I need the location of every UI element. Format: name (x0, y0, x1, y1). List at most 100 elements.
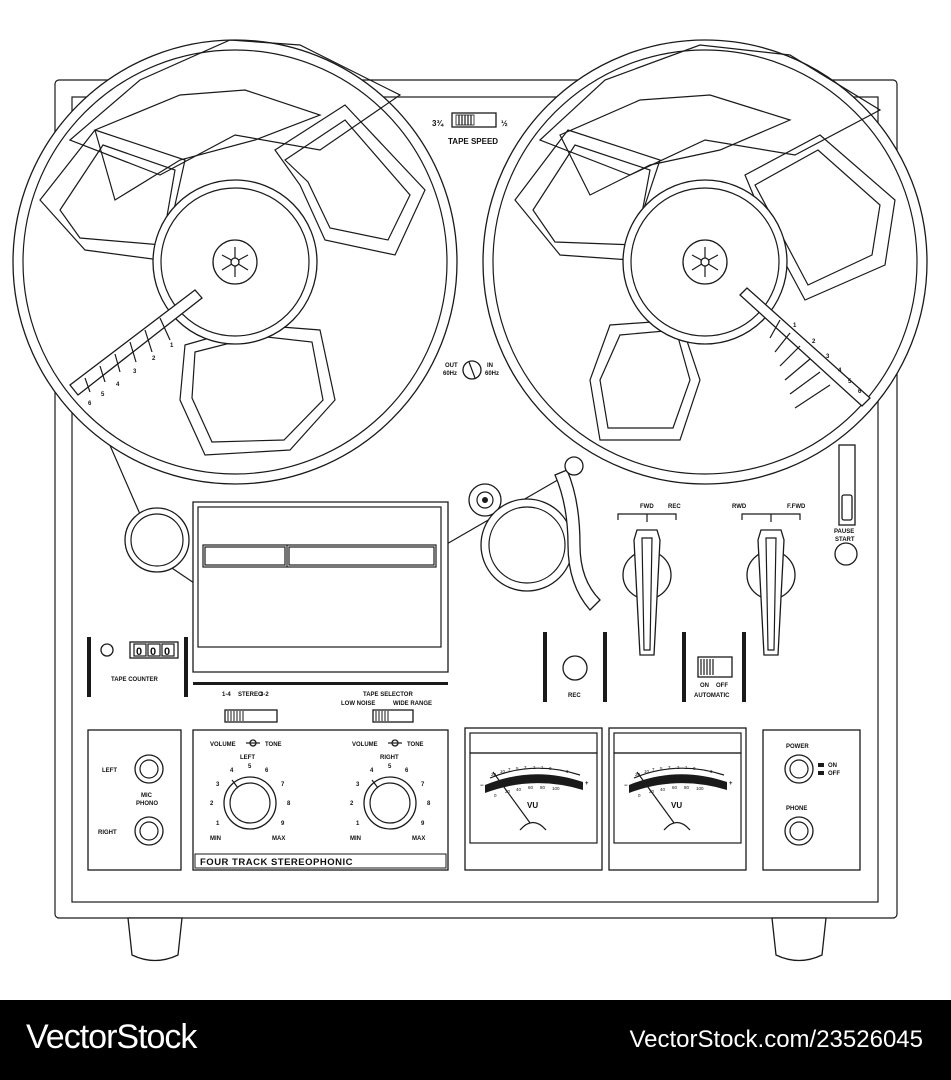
left-scale-1: 1 (170, 343, 174, 349)
brand-logo: VectorStock (26, 1018, 197, 1056)
pause-label: PAUSE (834, 529, 854, 535)
track-1-4-label: 1-4 (222, 692, 231, 698)
right-min-label: MIN (350, 836, 361, 842)
right-tension-arm[interactable] (739, 287, 871, 407)
vu-right-plus: + (729, 781, 733, 787)
right-scale-3: 3 (826, 354, 830, 360)
right-channel-controls: VOLUME TONE RIGHT 1 2 3 4 5 6 7 8 9 MIN … (350, 739, 431, 842)
rwd-ffwd-lever[interactable] (746, 529, 796, 656)
left-scale-3: 3 (133, 369, 137, 375)
left-scale-5: 5 (101, 392, 105, 398)
right-reel[interactable] (482, 39, 928, 485)
vu-left-top-scale-7: 0 (549, 766, 552, 771)
vu-right-minus: − (624, 783, 628, 789)
vu-right-bottom-scale-3: 60 (672, 785, 678, 790)
right-foot (771, 917, 827, 962)
left-scale-knob-8: 8 (287, 801, 291, 807)
left-input-jack[interactable] (134, 754, 164, 784)
left-foot (127, 917, 183, 962)
pause-start-button[interactable] (834, 542, 858, 566)
image-id-text: VectorStock.com/23526045 (629, 1026, 923, 1053)
right-scale-6: 6 (858, 389, 862, 395)
vu-right-top-scale-1: 10 (644, 769, 650, 774)
right-scale-2: 2 (812, 339, 816, 345)
left-reel-window-left (39, 129, 186, 261)
left-tension-arm[interactable] (69, 289, 203, 396)
tape-guide-arm (554, 469, 601, 611)
vu-left-bottom-scale-5: 100 (552, 786, 560, 791)
phone-label: PHONE (786, 806, 807, 812)
vu-left-label: VU (527, 801, 538, 810)
left-channel-controls: VOLUME TONE LEFT 1 2 3 4 5 6 7 8 9 MIN M… (210, 739, 291, 842)
rec-button-label: REC (568, 693, 581, 699)
tape-speed-title: TAPE SPEED (448, 137, 498, 146)
vu-right-top-scale-2: 7 (652, 767, 655, 772)
left-min-label: MIN (210, 836, 221, 842)
left-scale-knob-6: 6 (265, 768, 269, 774)
left-input-label: LEFT (102, 768, 117, 774)
right-max-label: MAX (412, 836, 425, 842)
fwd-rec-lever[interactable] (622, 529, 672, 656)
left-scale-knob-3: 3 (216, 782, 220, 788)
vu-meter-left: − + 20 10 7 5 3 2 1 0 3 0 20 40 60 80 10… (464, 727, 603, 871)
right-scale-knob-8: 8 (427, 801, 431, 807)
power-off-label: OFF (828, 771, 840, 777)
deck-faceplate (71, 96, 879, 903)
vu-right-top-scale-8: 3 (710, 769, 713, 774)
right-scale-5: 5 (848, 379, 852, 385)
start-label: START (835, 537, 855, 543)
left-volume-knob[interactable] (223, 776, 277, 830)
right-tension-scale (769, 319, 831, 409)
low-noise-label: LOW NOISE (341, 701, 375, 707)
right-scale-1: 1 (793, 323, 797, 329)
vu-left-top-scale-0: 20 (491, 772, 497, 777)
vu-left-top-scale-4: 3 (524, 765, 527, 770)
right-scale-4: 4 (838, 368, 842, 374)
vu-left-plus: + (585, 781, 589, 787)
left-scale-knob-5: 5 (248, 764, 252, 770)
left-scale-knob-1: 1 (216, 821, 220, 827)
pinch-roller (480, 498, 574, 592)
phone-jack[interactable] (784, 816, 814, 846)
left-guide-roller (124, 507, 190, 573)
wide-range-label: WIDE RANGE (393, 701, 432, 707)
vu-right-top-scale-4: 3 (668, 765, 671, 770)
left-scale-knob-9: 9 (281, 821, 285, 827)
mic-label: MIC (141, 793, 153, 799)
right-scale-knob-1: 1 (356, 821, 360, 827)
eq-in-label: IN (487, 363, 493, 369)
right-scale-knob-7: 7 (421, 782, 425, 788)
left-scale-knob-7: 7 (281, 782, 285, 788)
track-stereo-label: STEREO (238, 692, 263, 698)
left-reel[interactable] (12, 39, 458, 485)
vu-left-bottom-scale-3: 60 (528, 785, 534, 790)
vu-meter-right: − + 20 10 7 5 3 2 1 0 3 0 20 40 60 80 10… (608, 727, 747, 871)
right-input-jack[interactable] (134, 816, 164, 846)
tape-speed-switch-knob (455, 114, 475, 126)
vu-right-top-scale-0: 20 (635, 772, 641, 777)
vu-right-top-scale-5: 2 (677, 765, 680, 770)
vu-left-minus: − (480, 783, 484, 789)
automatic-switch[interactable] (697, 656, 733, 678)
tape-counter-label: TAPE COUNTER (111, 677, 159, 683)
track-select-switch[interactable] (224, 709, 278, 723)
vu-left-bottom-scale-4: 80 (540, 785, 546, 790)
tape-speed-fast-label: 3¾ (432, 119, 444, 128)
left-max-label: MAX (272, 836, 285, 842)
rec-button[interactable] (562, 655, 588, 681)
power-button[interactable] (784, 754, 814, 784)
pause-slider[interactable] (838, 444, 856, 526)
vu-right-bottom-scale-1: 20 (649, 789, 655, 794)
counter-digit-1: 0 (136, 646, 142, 658)
counter-reset-button[interactable] (100, 643, 114, 657)
right-scale-knob-9: 9 (421, 821, 425, 827)
right-volume-knob[interactable] (363, 776, 417, 830)
tape-selector-switch[interactable] (372, 709, 414, 723)
vu-left-top-scale-6: 1 (541, 765, 544, 770)
automatic-off-label: OFF (716, 683, 728, 689)
right-scale-knob-4: 4 (370, 768, 374, 774)
right-scale-knob-6: 6 (405, 768, 409, 774)
power-panel (762, 729, 861, 871)
vu-left-top-scale-1: 10 (500, 769, 506, 774)
